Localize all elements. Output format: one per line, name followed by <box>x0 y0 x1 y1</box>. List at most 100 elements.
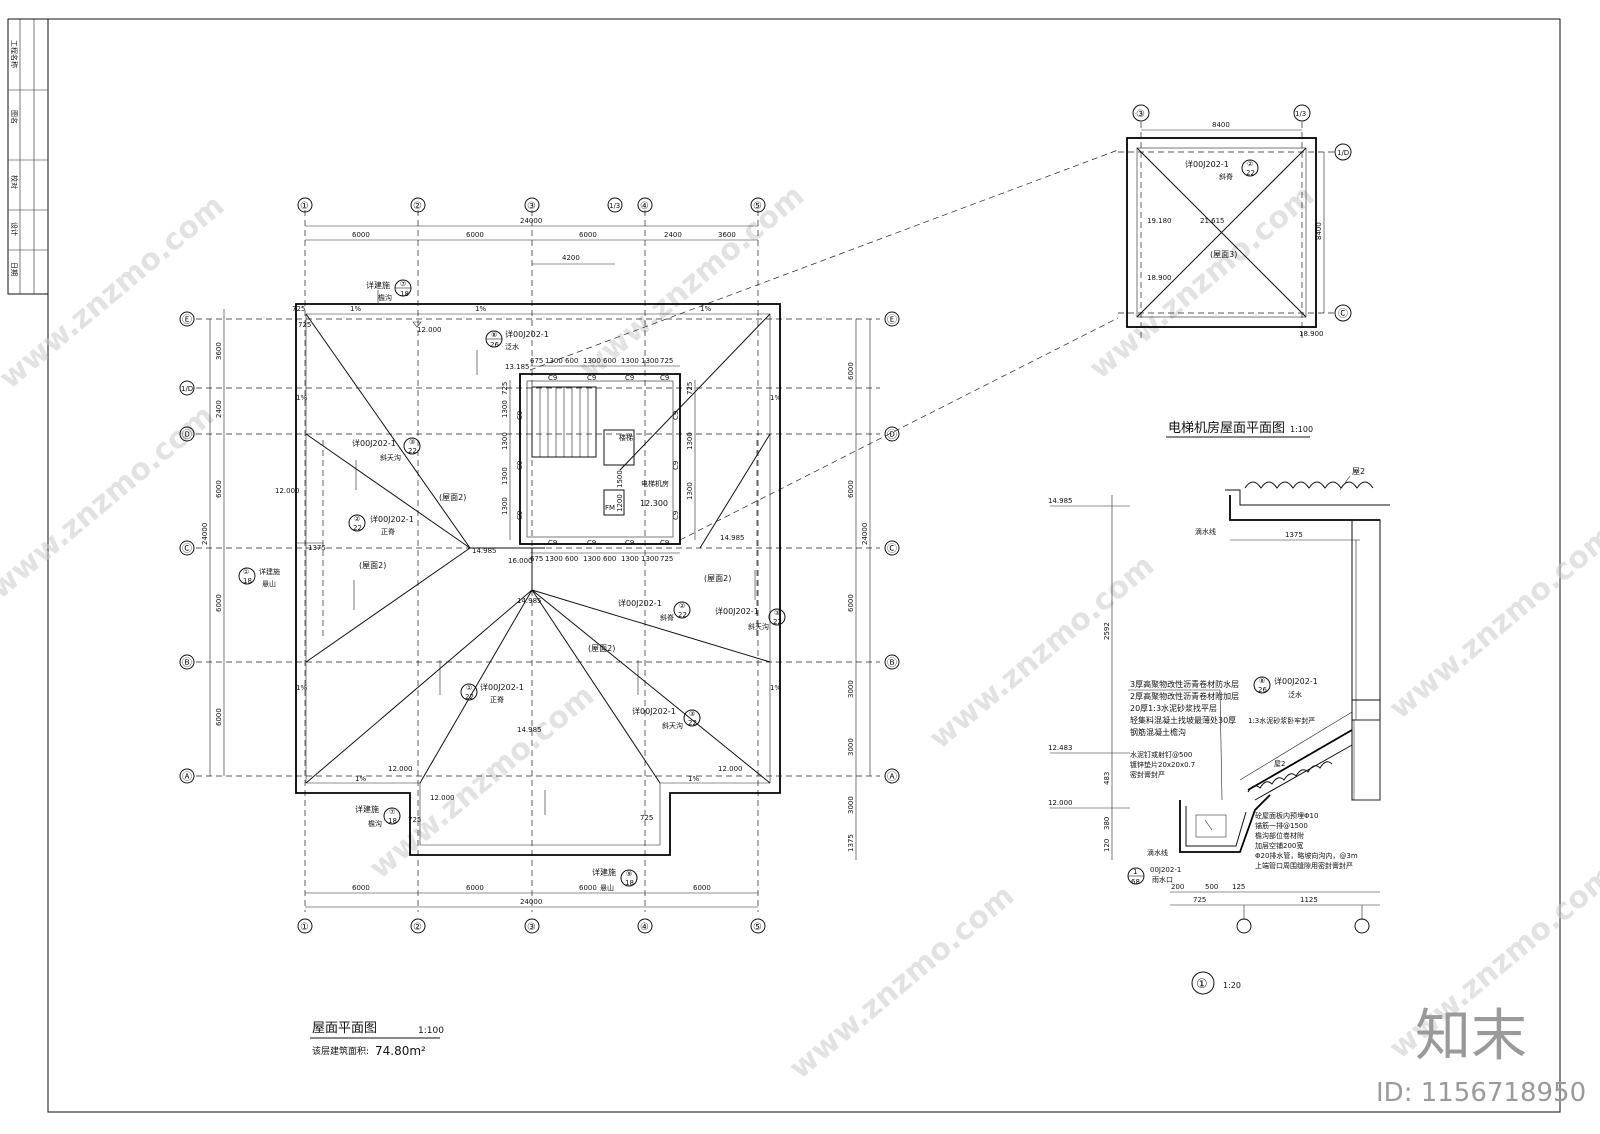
svg-text:⑦: ⑦ <box>400 280 406 288</box>
svg-text:18.900: 18.900 <box>1147 274 1172 282</box>
svg-text:21.615: 21.615 <box>1200 217 1225 225</box>
svg-text:12.000: 12.000 <box>388 765 413 773</box>
svg-text:12.000: 12.000 <box>718 765 743 773</box>
roof-area-label: (屋面2) <box>704 574 731 583</box>
svg-text:8400: 8400 <box>1315 222 1323 240</box>
axis-top: ① ② ③ 1/3 ④ ⑤ <box>297 197 766 213</box>
svg-text:②: ② <box>679 602 685 610</box>
svg-text:C9: C9 <box>625 539 634 547</box>
svg-text:725: 725 <box>298 321 311 329</box>
svg-text:屋2: 屋2 <box>1352 467 1365 476</box>
svg-text:200: 200 <box>1171 883 1184 891</box>
svg-text:1300: 1300 <box>641 555 659 563</box>
dim-text: 2400 <box>664 231 682 239</box>
leader-line <box>679 317 1119 541</box>
svg-text:水泥钉或射钉@500: 水泥钉或射钉@500 <box>1130 750 1192 759</box>
watermark-text: www.znzmo.com <box>1383 518 1600 726</box>
svg-text:①: ① <box>466 684 472 692</box>
svg-text:18: 18 <box>625 879 634 887</box>
watermark-text: www.znzmo.com <box>923 548 1161 756</box>
layer-note: 轻集料混凝土找坡最薄处30厚 <box>1130 715 1236 725</box>
svg-text:悬山: 悬山 <box>262 579 276 588</box>
svg-text:675: 675 <box>530 555 543 563</box>
svg-text:26: 26 <box>490 341 499 349</box>
svg-text:2592: 2592 <box>1103 622 1111 640</box>
svg-text:3000: 3000 <box>847 680 855 698</box>
watermark-text: www.znzmo.com <box>0 188 231 396</box>
svg-text:1300: 1300 <box>621 555 639 563</box>
svg-text:C9: C9 <box>672 511 680 520</box>
svg-text:详00J202-1: 详00J202-1 <box>1185 159 1229 169</box>
svg-text:②: ② <box>413 922 422 933</box>
svg-text:380: 380 <box>1103 817 1111 830</box>
svg-text:00J202-1: 00J202-1 <box>1150 866 1181 874</box>
svg-text:725: 725 <box>660 357 673 365</box>
svg-text:泛水: 泛水 <box>1288 690 1302 699</box>
roof-outline <box>295 303 781 856</box>
svg-text:12.300: 12.300 <box>640 499 668 508</box>
svg-text:18: 18 <box>243 577 252 585</box>
watermark-layer: www.znzmo.com www.znzmo.com www.znzmo.co… <box>0 178 1600 1086</box>
axis-left: Ⓔ 1/D Ⓓ Ⓒ Ⓑ Ⓐ 24000 3600 2400 6000 6000 … <box>179 309 225 784</box>
svg-text:悬山: 悬山 <box>600 883 614 892</box>
svg-text:详00J202-1: 详00J202-1 <box>618 598 662 608</box>
svg-text:3000: 3000 <box>847 796 855 814</box>
svg-text:2400: 2400 <box>215 400 223 418</box>
dim-text: 6000 <box>579 231 597 239</box>
svg-text:6000: 6000 <box>693 884 711 892</box>
svg-text:楼梯: 楼梯 <box>619 433 633 442</box>
svg-text:屋2: 屋2 <box>1274 760 1285 768</box>
svg-text:24000: 24000 <box>861 523 869 545</box>
svg-text:②: ② <box>354 515 360 523</box>
svg-text:1%: 1% <box>770 394 781 402</box>
roof-plan: ① ② ③ 1/3 ④ ⑤ 24000 6000 6000 6000 2400 … <box>179 149 1119 1058</box>
svg-text:725: 725 <box>501 382 509 395</box>
svg-text:1300: 1300 <box>501 400 509 418</box>
svg-text:檐沟部位卷材附: 檐沟部位卷材附 <box>1255 831 1304 840</box>
svg-text:6000: 6000 <box>215 594 223 612</box>
svg-text:1300: 1300 <box>583 555 601 563</box>
svg-text:斜脊: 斜脊 <box>660 613 674 622</box>
svg-text:6000: 6000 <box>352 884 370 892</box>
axis-label: ① <box>300 201 309 212</box>
svg-text:1300: 1300 <box>583 357 601 365</box>
svg-text:正脊: 正脊 <box>490 695 504 704</box>
svg-text:详00J202-1: 详00J202-1 <box>370 514 414 524</box>
svg-text:Ⓒ: Ⓒ <box>1338 308 1348 320</box>
svg-text:1%: 1% <box>296 394 307 402</box>
logo-text: 知末 <box>1415 1004 1527 1069</box>
svg-text:13.185: 13.185 <box>505 363 530 371</box>
svg-text:③: ③ <box>1136 109 1145 120</box>
svg-text:檐沟: 檐沟 <box>368 819 382 828</box>
elevator-roof-plan: ③ 1/3 1/D Ⓒ 8400 8400 详00J202-1 ②22 斜脊 1… <box>1118 104 1352 438</box>
dim-text: 6000 <box>352 231 370 239</box>
svg-text:600: 600 <box>603 357 616 365</box>
svg-text:22: 22 <box>408 447 417 455</box>
svg-text:Ⓒ: Ⓒ <box>887 543 897 555</box>
svg-text:1%: 1% <box>770 684 781 692</box>
title-block-row: 校对 <box>10 175 19 189</box>
roof-area-label: (屋面2) <box>439 493 466 502</box>
svg-text:18: 18 <box>400 290 409 298</box>
svg-text:14.985: 14.985 <box>720 534 745 542</box>
svg-text:1375: 1375 <box>308 544 326 552</box>
svg-text:1:3水泥砂浆卧牢封严: 1:3水泥砂浆卧牢封严 <box>1248 716 1315 725</box>
svg-text:14.985: 14.985 <box>517 726 542 734</box>
slope-marks: 1% 1% 1% 1% 1% 1% 1% 1% 1% <box>296 305 781 783</box>
axis-bottom: 6000 6000 6000 6000 24000 ① ② ③ ④ ⑤ <box>297 884 766 934</box>
svg-text:详00J202-1: 详00J202-1 <box>715 606 759 616</box>
svg-text:⑨: ⑨ <box>626 870 632 878</box>
plan-title-block: 屋面平面图 1:100 该层建筑面积: 74.80m² <box>310 1021 444 1058</box>
title-block-row: 设计 <box>10 222 19 236</box>
svg-text:C9: C9 <box>672 411 680 420</box>
svg-text:C9: C9 <box>516 511 524 520</box>
svg-text:725: 725 <box>292 305 305 313</box>
svg-text:1%: 1% <box>700 305 711 313</box>
area-value: 74.80m² <box>375 1044 426 1058</box>
svg-text:加层空铺200宽: 加层空铺200宽 <box>1255 841 1303 850</box>
svg-text:1375: 1375 <box>1285 531 1303 539</box>
svg-text:详建施: 详建施 <box>366 280 390 290</box>
svg-text:详00J202-1: 详00J202-1 <box>352 438 396 448</box>
svg-text:C9: C9 <box>660 374 669 382</box>
